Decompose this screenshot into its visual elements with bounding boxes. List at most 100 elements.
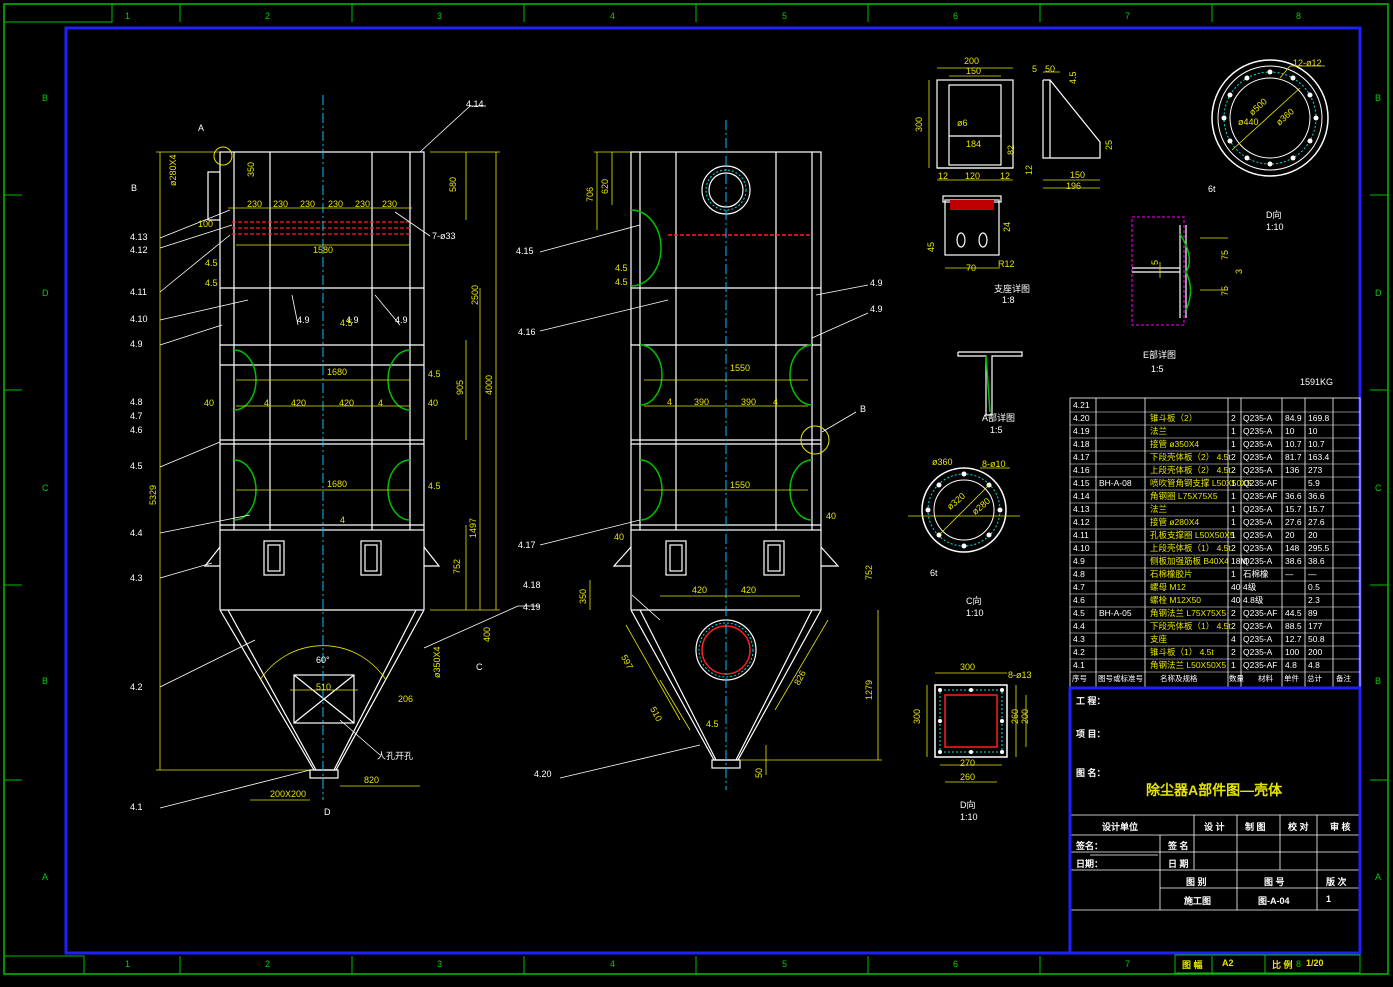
bom-cell: 4.9 — [1073, 556, 1085, 566]
bom-cell: 4.15 — [1073, 478, 1090, 488]
side-b-mark: B — [860, 404, 867, 414]
grid-col-top-6: 6 — [953, 11, 959, 21]
bom-cell: 5.9 — [1308, 478, 1320, 488]
bom-cell: 4级 — [1243, 582, 1257, 592]
bom-cell: Q235-A — [1243, 517, 1273, 527]
bom-cell: 角钢法兰 L75X75X5 — [1150, 608, 1227, 618]
dim-100: 100 — [198, 219, 214, 229]
callout-4-17: 4.17 — [518, 540, 536, 550]
bom-cell: 18M — [1231, 556, 1248, 566]
callout-4-8: 4.8 — [130, 397, 143, 407]
callout-4-1: 4.1 — [130, 802, 143, 812]
bom-cell: Q235-A — [1243, 634, 1273, 644]
d-300b: 300 — [912, 708, 922, 724]
tb-date-label: 日期： — [1076, 859, 1104, 869]
bom-cell: 法兰 — [1150, 504, 1168, 514]
bom-cell: 177 — [1308, 621, 1323, 631]
bom-cell: 锥斗板（1） 4.5t — [1150, 647, 1214, 657]
dim-4-5-b: 4.5 — [205, 278, 218, 288]
scale-box — [1174, 954, 1361, 974]
grid-col-top-1: 1 — [125, 11, 131, 21]
tb-rev-label: 版 次 — [1326, 877, 1347, 887]
bom-cell: BH-A-08 — [1099, 478, 1132, 488]
bom-cell: 4.2 — [1073, 647, 1085, 657]
b-thk: 6t — [1208, 184, 1216, 194]
bom-cell: 4.6 — [1073, 595, 1085, 605]
bom-cell: 200 — [1308, 647, 1323, 657]
det-200: 200 — [964, 56, 980, 66]
bom-cell: 10.7 — [1308, 439, 1325, 449]
callout-4-11: 4.11 — [130, 287, 147, 297]
outlet-200x200: 200X200 — [270, 789, 307, 799]
dim-420-a: 420 — [291, 398, 307, 408]
bom-cell: 1 — [1231, 660, 1236, 670]
bom-cell: Q235-AF — [1243, 478, 1278, 488]
grid-col-bottom-2: 2 — [265, 959, 271, 969]
bom-cell: 石棉橡胶片 — [1150, 569, 1193, 579]
bom-cell: 4.21 — [1073, 400, 1090, 410]
side-50: 50 — [754, 767, 764, 778]
bom-cell: 1 — [1231, 478, 1236, 488]
bom-cell: 2 — [1231, 608, 1236, 618]
callout-4-3: 4.3 — [130, 573, 143, 583]
tb-role-check: 校 对 — [1288, 822, 1309, 832]
callout-4-7: 4.7 — [130, 411, 143, 421]
e-75a: 75 — [1220, 249, 1230, 260]
side-40-a: 40 — [614, 532, 625, 542]
front-dimensions — [156, 151, 500, 801]
side-view-red — [668, 234, 812, 675]
dim-4-b: 4 — [378, 398, 384, 408]
bom-cell: 角钢法兰 L50X50X5 — [1150, 660, 1227, 670]
grid-row-left-B: B — [42, 676, 49, 686]
grid-col-bottom-7: 7 — [1125, 959, 1131, 969]
bom-cell: 1 — [1231, 569, 1236, 579]
dim-4000: 4000 — [484, 374, 494, 395]
bom-cell: 上段壳体板（1） 4.5t — [1150, 543, 1231, 553]
callout-4-9: 4.9 — [130, 339, 143, 349]
det-70: 70 — [966, 263, 977, 273]
det-82: 82 — [1006, 144, 1016, 155]
outer-frame — [3, 3, 1389, 975]
side-dimensions — [589, 151, 882, 775]
detail-b-marker — [800, 425, 830, 455]
bom-cell: 接管 ø280X4 — [1150, 517, 1200, 527]
side-1550-a: 1550 — [730, 363, 751, 373]
det-150: 150 — [966, 66, 982, 76]
side-4-5-b: 4.5 — [615, 277, 628, 287]
callout-4-9-a: 4.9 — [297, 315, 310, 325]
grid-row-right-C: C — [1375, 483, 1382, 493]
bom-cell: 15.7 — [1285, 504, 1302, 514]
bom-cell: Q235-A — [1243, 543, 1273, 553]
side-view-arcs — [630, 209, 813, 521]
side-4-9-b: 4.9 — [870, 304, 883, 314]
callout-4-6: 4.6 — [130, 425, 143, 435]
bom-cell: Q235-AF — [1243, 608, 1278, 618]
bom-cell: 4.20 — [1073, 413, 1090, 423]
bom-cell: 81.7 — [1285, 452, 1302, 462]
bom-header-cell: 数量 — [1229, 674, 1244, 683]
b-flange-holes — [1221, 69, 1319, 167]
support-detail — [936, 79, 1101, 256]
callout-4-9-c: 4.9 — [395, 315, 408, 325]
corner-box-bottom — [3, 955, 85, 975]
c-view-title: C向 — [966, 596, 982, 606]
callout-4-10: 4.10 — [130, 314, 148, 324]
bom-cell: Q235-A — [1243, 426, 1273, 436]
support-dims — [928, 67, 1100, 269]
grid-col-top-2: 2 — [265, 11, 271, 21]
b-flange — [1211, 59, 1329, 177]
dim-905: 905 — [455, 379, 465, 395]
bom-cell: 4.18 — [1073, 439, 1090, 449]
det-184: 184 — [966, 139, 982, 149]
dim-4-c: 4 — [340, 515, 346, 525]
holes-7-33: 7-ø33 — [432, 231, 456, 241]
bom-cell: 89 — [1308, 608, 1318, 618]
bom-cell: 4.8 — [1285, 660, 1297, 670]
d-flange — [934, 684, 1008, 758]
pipe-280: ø280X4 — [168, 154, 178, 186]
bom-cell: 2 — [1231, 465, 1236, 475]
bom-header-cell: 总计 — [1307, 674, 1322, 683]
pipe-350: ø350X4 — [432, 646, 442, 678]
bom-cell: 148 — [1285, 543, 1300, 553]
support-pad — [950, 200, 994, 210]
